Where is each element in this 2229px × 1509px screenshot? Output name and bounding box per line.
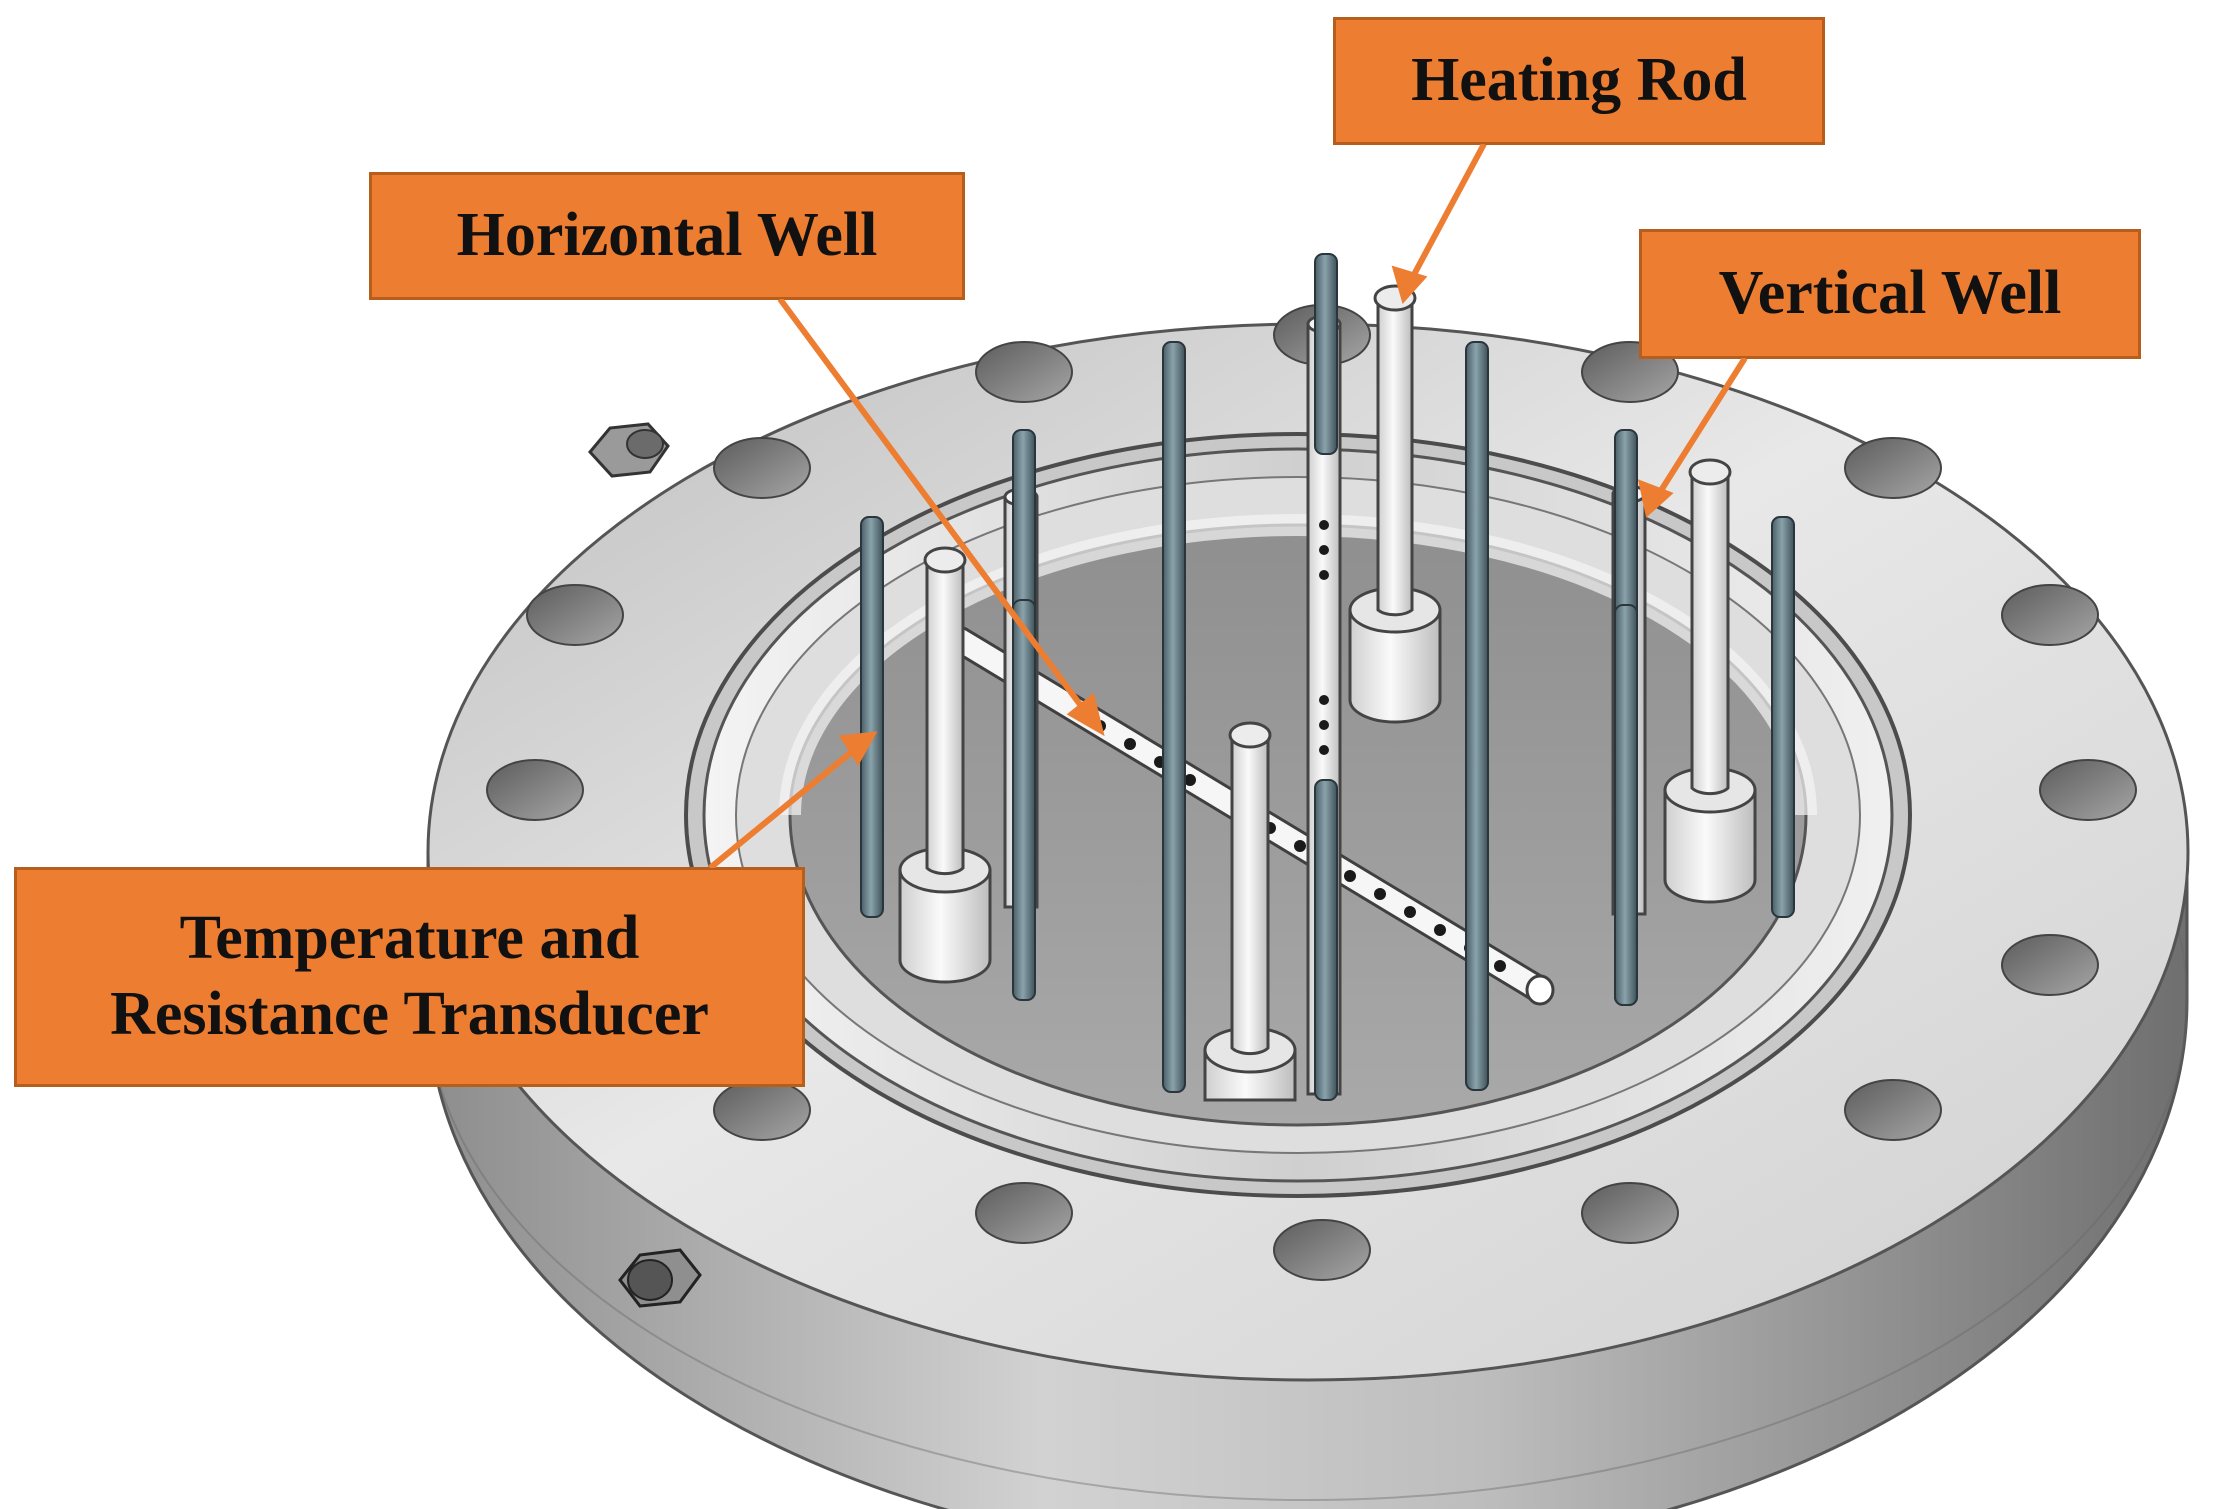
- transducer-label-line2: Resistance Transducer: [110, 980, 709, 1048]
- hex-fitting-bottom: [618, 1248, 702, 1308]
- callout-boxes: [14, 17, 2141, 1087]
- transducer-label: Temperature and Resistance Transducer: [15, 868, 804, 1086]
- heating-rod-right: [1663, 458, 1757, 904]
- transducer-probes: [860, 253, 1795, 1101]
- heating-rod-label: Heating Rod: [1334, 18, 1824, 144]
- heating-rod-left: [898, 546, 992, 984]
- transducer-label-line1: Temperature and: [179, 904, 640, 973]
- heating-rod-back: [1348, 284, 1442, 724]
- horizontal-well-label: Horizontal Well: [370, 173, 964, 299]
- leader-lines: [708, 142, 1748, 871]
- hex-fitting-top: [588, 422, 670, 478]
- chamber: [684, 432, 1912, 1198]
- vertical-well-label: Vertical Well: [1640, 230, 2140, 358]
- heating-rod-front: [1203, 721, 1297, 1102]
- bolt-holes: [486, 304, 2137, 1281]
